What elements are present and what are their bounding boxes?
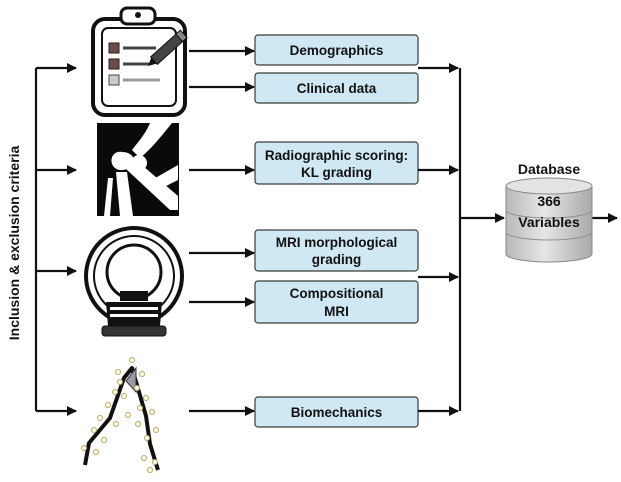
database-count: 366 bbox=[537, 193, 561, 209]
gait-markers-icon bbox=[81, 357, 160, 473]
mri-scanner-icon bbox=[84, 226, 184, 337]
icon-to-box-arrows bbox=[189, 46, 255, 416]
box-label-line2: KL grading bbox=[301, 165, 372, 180]
box-label-line1: MRI morphological bbox=[276, 235, 398, 250]
clipboard-icon bbox=[91, 6, 188, 117]
compositional-mri-box: Compositional MRI bbox=[254, 280, 419, 324]
knee-xray-icon bbox=[97, 123, 179, 216]
mri-morphological-box: MRI morphological grading bbox=[254, 229, 419, 272]
box-label-line2: grading bbox=[312, 252, 362, 267]
demographics-box: Demographics bbox=[254, 34, 419, 66]
box-label-line1: Compositional bbox=[290, 286, 384, 301]
database-cylinder: Database 366 Variables bbox=[505, 161, 593, 263]
box-label: Biomechanics bbox=[291, 405, 383, 420]
clinical-data-box: Clinical data bbox=[254, 72, 419, 104]
radiographic-scoring-box: Radiographic scoring: KL grading bbox=[254, 141, 419, 185]
biomechanics-box: Biomechanics bbox=[254, 396, 419, 428]
inclusion-exclusion-label: Inclusion & exclusion criteria bbox=[6, 146, 22, 341]
database-title: Database bbox=[518, 161, 580, 177]
box-label: Demographics bbox=[290, 43, 384, 58]
right-bracket bbox=[418, 63, 618, 416]
box-label-line2: MRI bbox=[324, 304, 349, 319]
box-label: Clinical data bbox=[297, 81, 377, 96]
database-label: Variables bbox=[518, 214, 580, 230]
left-bracket bbox=[34, 63, 77, 416]
box-label-line1: Radiographic scoring: bbox=[265, 148, 408, 163]
